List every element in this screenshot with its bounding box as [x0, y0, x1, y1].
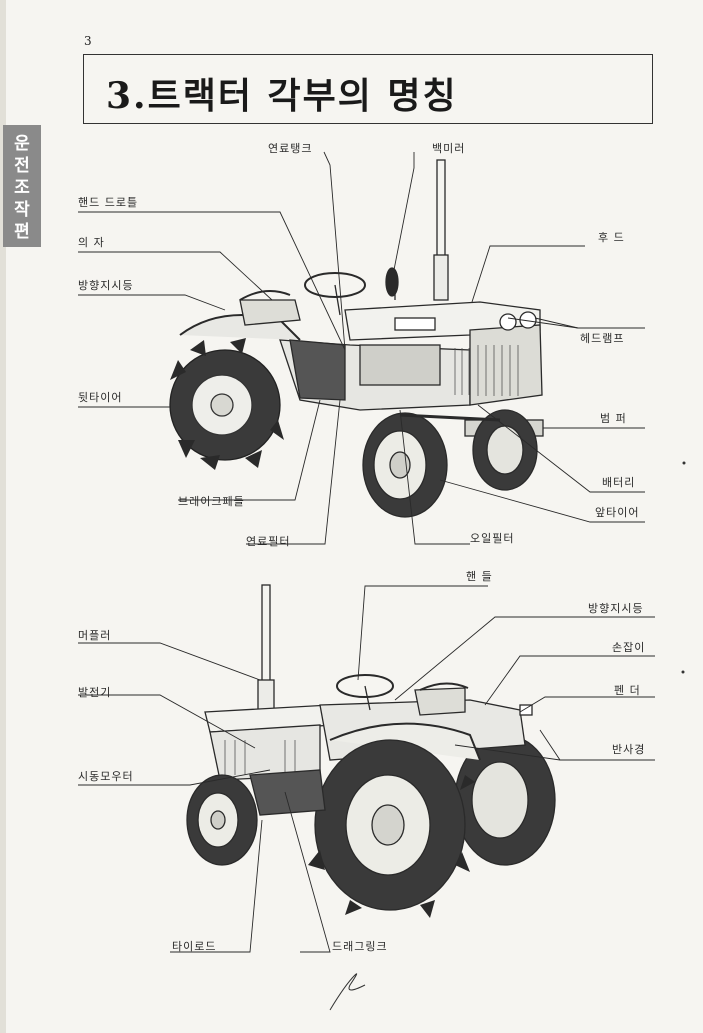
top-rear-tire — [169, 338, 284, 470]
handwritten-mark — [329, 973, 366, 1011]
label-brake-pedal: 브레이크페들 — [178, 495, 245, 508]
page-number: 3 — [84, 34, 92, 48]
bottom-tractor-drawing — [186, 584, 556, 918]
label-fuel-tank: 연료탱크 — [268, 142, 313, 155]
label-reflector: 반사경 — [612, 743, 646, 756]
label-back-mirror: 백미러 — [432, 142, 466, 155]
label-turn-signal-top: 방향지시등 — [78, 279, 134, 292]
page-title: 3.트랙터 각부의 명칭 — [106, 75, 458, 117]
label-hood: 후 드 — [598, 231, 625, 244]
bottom-rear-tire-near — [305, 739, 475, 918]
top-leader-lines — [78, 151, 645, 545]
top-front-tire-left — [362, 412, 448, 518]
label-turn-signal-bottom: 방향지시등 — [588, 602, 644, 615]
label-starter-motor: 시동모우터 — [78, 770, 134, 783]
label-muffler: 머플러 — [78, 629, 112, 642]
top-tractor-drawing — [169, 159, 544, 518]
label-tie-rod: 타이로드 — [172, 940, 217, 953]
section-side-tab: 운전조작편 — [3, 125, 41, 247]
top-front-tire-right — [472, 409, 538, 491]
label-generator: 발전기 — [78, 686, 112, 699]
label-steering-wheel: 핸 들 — [466, 570, 493, 583]
label-fuel-filter: 연료필터 — [246, 535, 291, 548]
bottom-leader-lines — [78, 585, 655, 953]
label-front-tire: 앞타이어 — [595, 506, 640, 519]
label-drag-link: 드래그링크 — [332, 940, 388, 953]
section-side-tab-label: 운전조작편 — [14, 134, 30, 242]
label-rear-tire: 뒷타이어 — [78, 391, 123, 404]
label-bumper: 범 퍼 — [600, 412, 627, 425]
label-seat: 의 자 — [78, 236, 105, 249]
page-edge — [0, 0, 6, 1033]
label-battery: 배터리 — [602, 476, 636, 489]
label-headlamp: 헤드램프 — [580, 332, 625, 345]
bottom-front-tire — [186, 774, 258, 866]
label-oil-filter: 오일필터 — [470, 532, 515, 545]
label-hand-throttle: 핸드 드로틀 — [78, 196, 139, 209]
title-box: 3.트랙터 각부의 명칭 — [83, 54, 653, 124]
label-fender: 펜 더 — [614, 684, 641, 697]
label-grab-handle: 손잡이 — [612, 641, 646, 654]
